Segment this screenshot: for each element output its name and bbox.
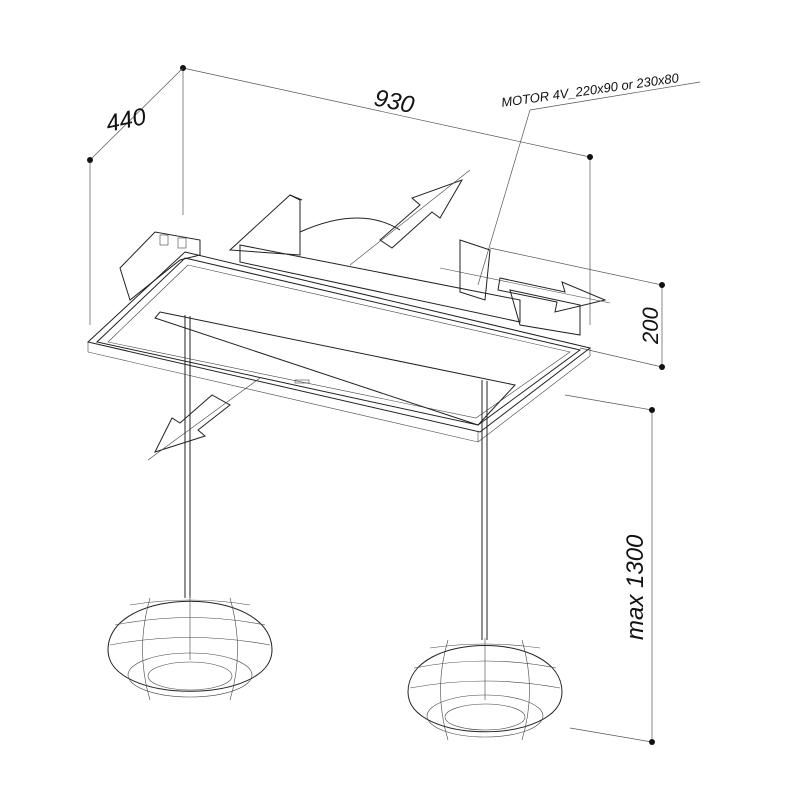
motor-housing [119,194,581,336]
airflow-arrow-right [439,267,611,313]
dimension-440 [87,67,184,325]
suspension-rods [184,315,488,640]
ceiling-frame [86,251,592,443]
dimension-200-label: 200 [638,307,663,345]
pendant-lamp-right [407,638,563,741]
pendant-lamp-left [107,595,273,701]
motor-label: MOTOR 4V_220x90 or 230x80 [500,70,680,110]
airflow-arrow-down [147,377,261,461]
dimension-max-1300 [564,394,655,745]
dimension-930 [180,65,593,325]
dimension-200 [489,247,665,370]
dimension-440-label: 440 [104,103,149,138]
dimension-930-label: 930 [372,84,417,119]
motor-leader [477,81,701,286]
airflow-arrow-up [349,169,471,266]
dimension-max-1300-label: max 1300 [622,534,649,640]
